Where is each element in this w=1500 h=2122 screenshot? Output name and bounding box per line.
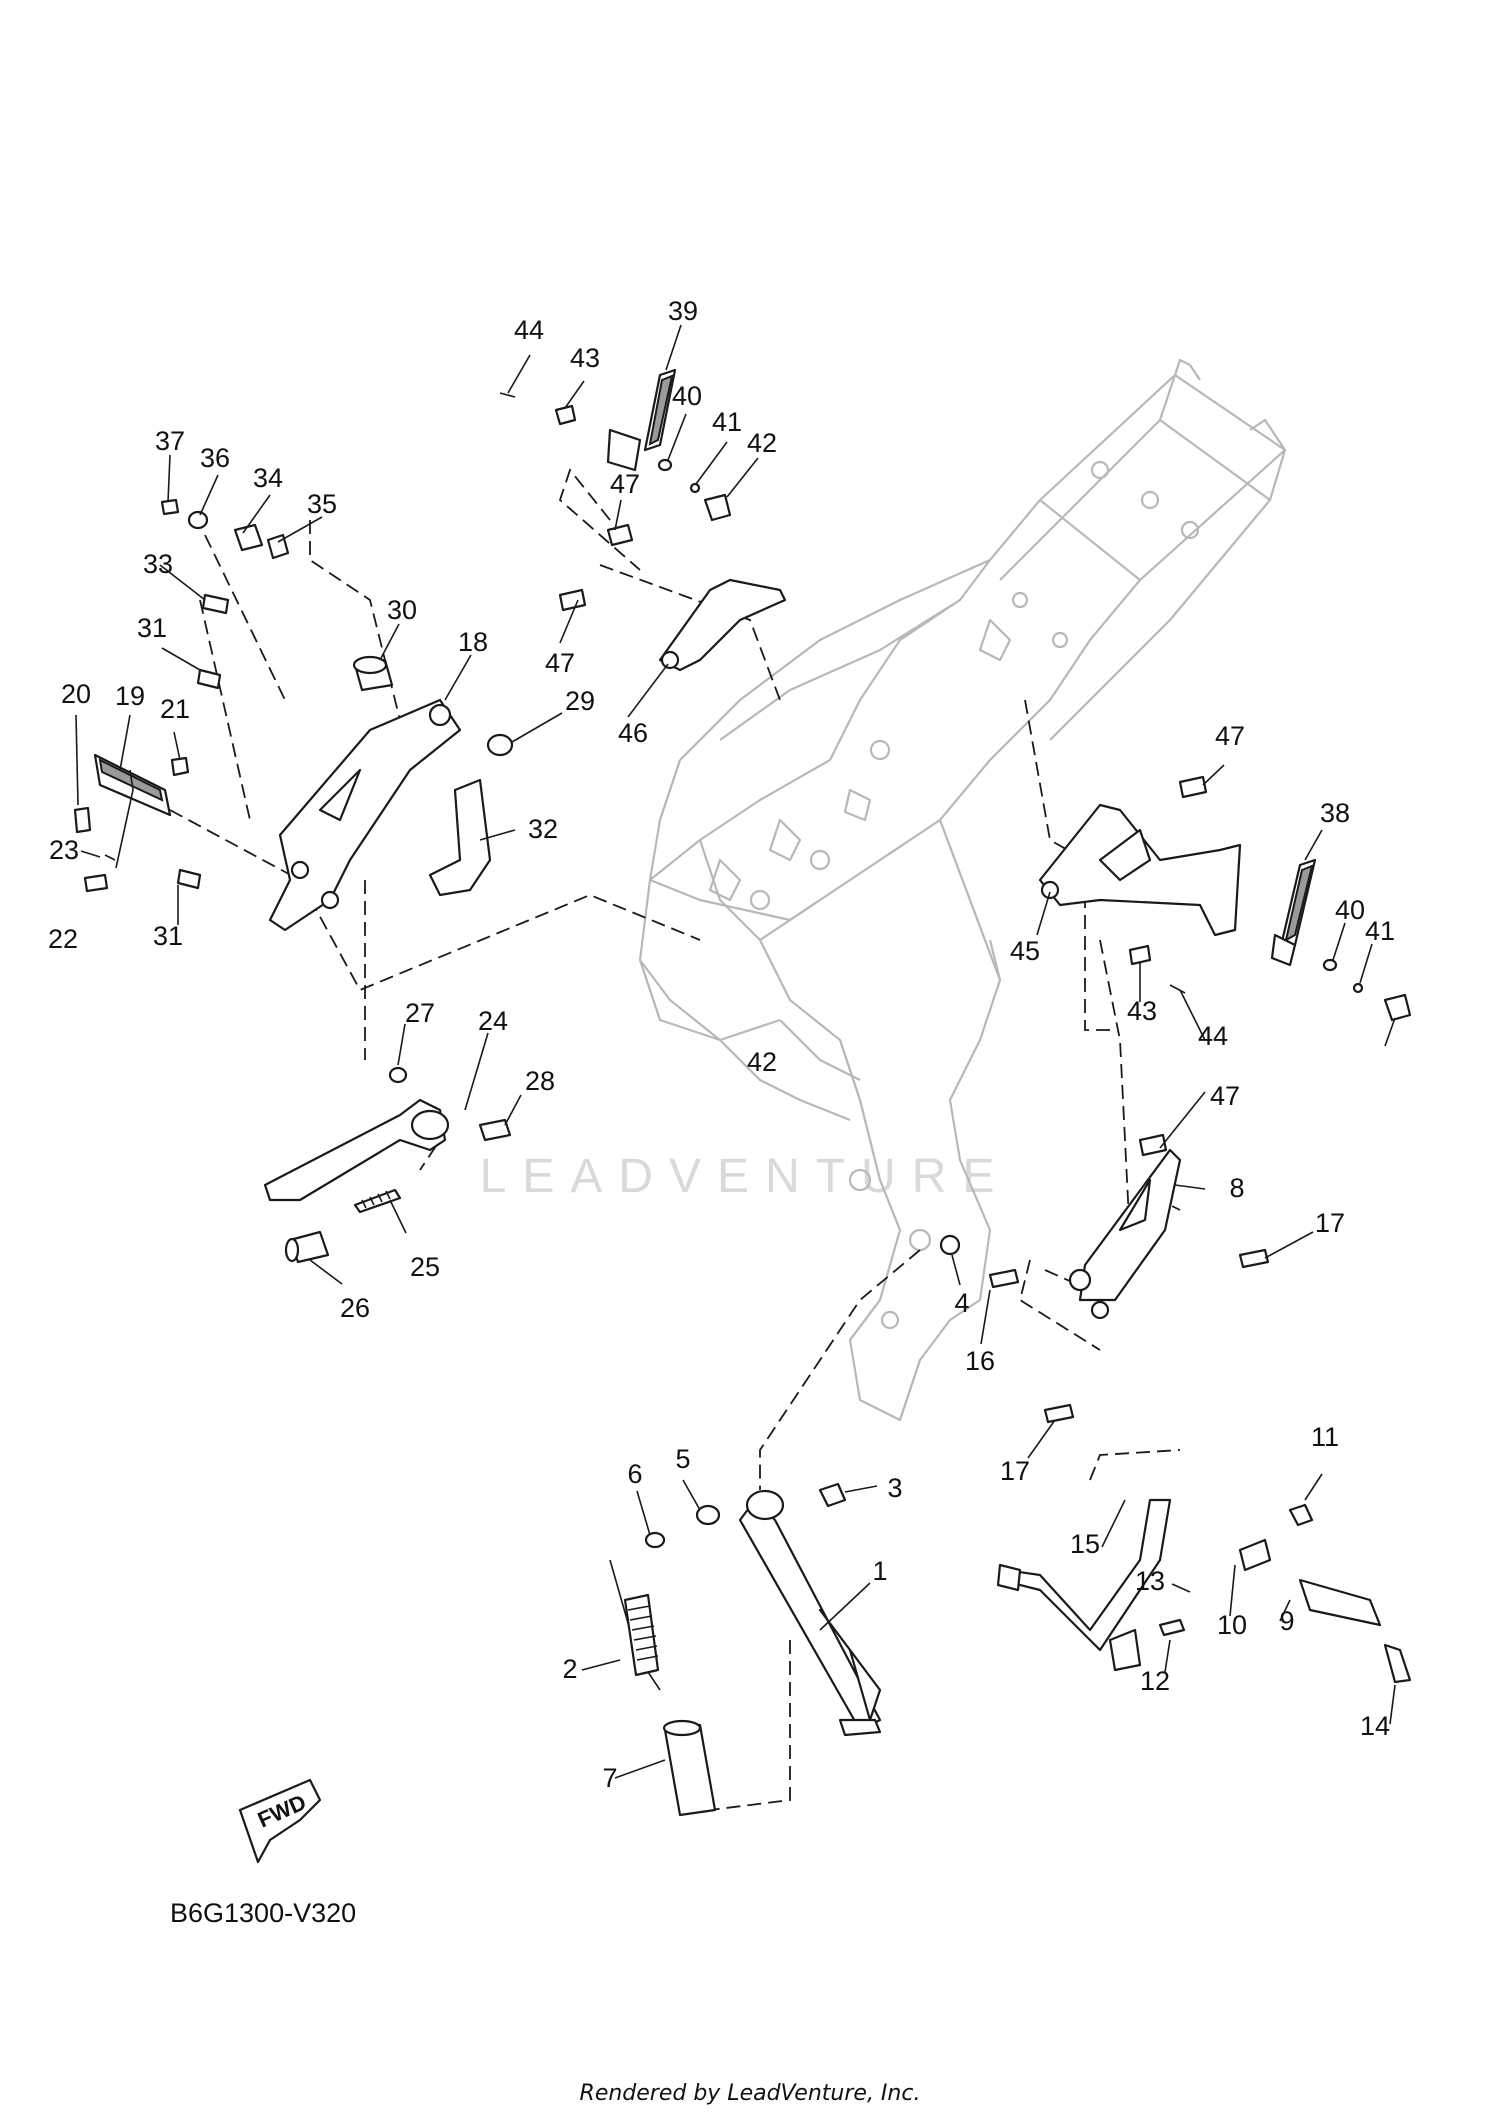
callout-47: 47 — [1215, 721, 1245, 751]
callout-44: 44 — [1198, 1021, 1228, 1051]
callout-31: 31 — [153, 921, 183, 951]
callout-1: 1 — [872, 1556, 887, 1586]
callout-47: 47 — [545, 648, 575, 678]
callout-25: 25 — [410, 1252, 440, 1282]
callout-2: 2 — [562, 1654, 577, 1684]
small-parts-upper — [499, 392, 1412, 1022]
callout-42: 42 — [747, 428, 777, 458]
callout-43: 43 — [570, 343, 600, 373]
leader-lines — [75, 324, 1396, 1779]
bolts-left — [160, 498, 290, 890]
callout-11: 11 — [1311, 1422, 1339, 1452]
part-brake-pedal-group — [996, 1498, 1412, 1684]
callout-15: 15 — [1070, 1529, 1100, 1559]
callout-9: 9 — [1279, 1606, 1294, 1636]
callout-47: 47 — [610, 469, 640, 499]
callout-28: 28 — [525, 1066, 555, 1096]
parts-29-30 — [352, 655, 514, 757]
callout-32: 32 — [528, 814, 558, 844]
callout-13: 13 — [1135, 1566, 1165, 1596]
part-32-plate — [428, 778, 492, 897]
callout-22: 22 — [48, 924, 78, 954]
part-2-spring — [609, 1559, 661, 1691]
part-26-sleeve — [284, 1230, 330, 1264]
footer-credit: Rendered by LeadVenture, Inc. — [580, 2081, 921, 2106]
callout-6: 6 — [627, 1459, 642, 1489]
bolts-47 — [558, 523, 1208, 1157]
diagram-code: B6G1300-V320 — [170, 1898, 356, 1928]
callout-23: 23 — [49, 835, 79, 865]
callout-27: 27 — [405, 998, 435, 1028]
callout-44: 44 — [514, 315, 544, 345]
small-parts-left — [73, 756, 190, 893]
callout-16: 16 — [965, 1346, 995, 1376]
callout-17: 17 — [1000, 1456, 1030, 1486]
part-25-spring — [353, 1188, 402, 1214]
main-frame — [638, 358, 1287, 1422]
callout-47: 47 — [1210, 1081, 1240, 1111]
callout-26: 26 — [340, 1293, 370, 1323]
callout-46: 46 — [618, 718, 648, 748]
callout-38: 38 — [1320, 798, 1350, 828]
part-45-bracket — [1038, 803, 1242, 937]
callout-17: 17 — [1315, 1208, 1345, 1238]
callout-3: 3 — [887, 1473, 902, 1503]
callout-4: 4 — [954, 1288, 969, 1318]
callout-45: 45 — [1010, 936, 1040, 966]
callout-12: 12 — [1140, 1666, 1170, 1696]
part-46-bracket — [658, 578, 787, 672]
assembly-lines — [169, 468, 1181, 1811]
part-38-right-footrest — [1270, 858, 1317, 967]
callout-29: 29 — [565, 686, 595, 716]
part-8-right-bracket — [1068, 1148, 1182, 1320]
part-7-sleeve — [662, 1719, 717, 1817]
callout-19: 19 — [115, 681, 145, 711]
callout-43: 43 — [1127, 996, 1157, 1026]
callout-35: 35 — [307, 489, 337, 519]
callout-24: 24 — [478, 1006, 508, 1036]
part-18-left-bracket — [268, 698, 462, 932]
callout-5: 5 — [675, 1444, 690, 1474]
callout-41: 41 — [712, 407, 742, 437]
watermark-text: LEADVENTURE — [480, 1150, 1011, 1203]
callout-34: 34 — [253, 463, 283, 493]
fwd-arrow-icon: FWD — [238, 1778, 322, 1864]
callout-8: 8 — [1229, 1173, 1244, 1203]
callout-7: 7 — [602, 1763, 617, 1793]
callout-42: 42 — [747, 1047, 777, 1077]
bolts-right — [988, 1248, 1270, 1424]
part-1-sidestand — [738, 1489, 882, 1737]
callout-20: 20 — [61, 679, 91, 709]
callout-37: 37 — [155, 426, 185, 456]
part-24-pedal — [263, 1098, 450, 1202]
callout-10: 10 — [1217, 1610, 1247, 1640]
callout-18: 18 — [458, 627, 488, 657]
callout-33: 33 — [143, 549, 173, 579]
callout-31: 31 — [137, 613, 167, 643]
callout-30: 30 — [387, 595, 417, 625]
part-39-upper-footrest — [606, 368, 677, 472]
parts-27-28 — [388, 1066, 512, 1142]
callout-40: 40 — [1335, 895, 1365, 925]
callout-21: 21 — [160, 694, 190, 724]
callout-36: 36 — [200, 443, 230, 473]
callout-40: 40 — [672, 381, 702, 411]
callout-14: 14 — [1360, 1711, 1390, 1741]
callout-41: 41 — [1365, 916, 1395, 946]
callout-39: 39 — [668, 296, 698, 326]
small-fasteners-center — [644, 1234, 961, 1549]
